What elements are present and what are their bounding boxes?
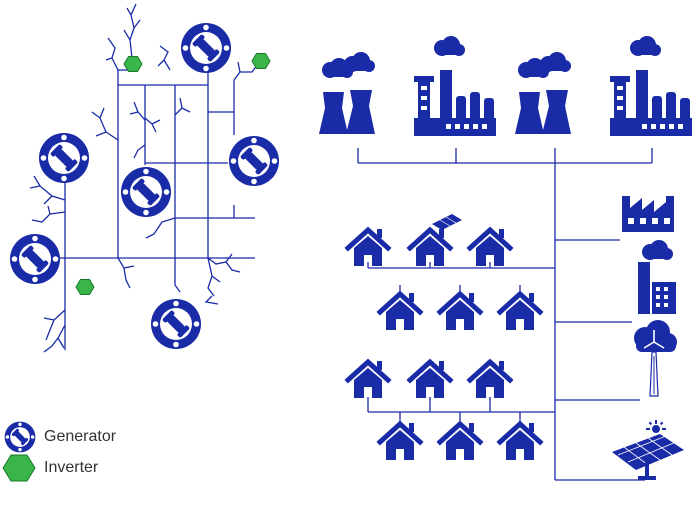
house-11 <box>440 423 480 460</box>
house-3 <box>470 229 510 266</box>
house-6 <box>500 293 540 330</box>
cooling-tower-plant-2 <box>515 52 571 134</box>
inverter-icon <box>2 454 36 482</box>
legend-generator: Generator <box>4 421 116 453</box>
generator-5 <box>10 234 60 284</box>
legend-inverter-label: Inverter <box>44 459 99 476</box>
inverter-2 <box>251 53 271 69</box>
generator-3 <box>121 167 171 217</box>
generator-1 <box>181 23 231 73</box>
generator-icon <box>4 421 36 453</box>
house-8 <box>410 361 450 398</box>
generator-grid <box>29 3 259 353</box>
cooling-tower-plant-1 <box>319 52 375 134</box>
inverter-3 <box>75 279 95 295</box>
generator-4 <box>229 136 279 186</box>
house-10 <box>380 423 420 460</box>
house-7 <box>348 361 388 398</box>
house-5 <box>440 293 480 330</box>
generator-2 <box>39 133 89 183</box>
factory-plant-1 <box>414 36 496 136</box>
house-9 <box>470 361 510 398</box>
legend-inverter: Inverter <box>2 454 98 482</box>
house-1 <box>348 229 388 266</box>
office-building <box>638 240 676 314</box>
factory-plant-2 <box>610 36 692 136</box>
inverter-1 <box>123 56 143 72</box>
generator-6 <box>151 299 201 349</box>
house-4 <box>380 293 420 330</box>
house-with-solar <box>410 214 462 266</box>
solar-panel <box>612 420 684 480</box>
house-12 <box>500 423 540 460</box>
legend-generator-label: Generator <box>44 428 117 445</box>
industry-building <box>622 196 674 232</box>
wind-turbine <box>634 320 677 397</box>
